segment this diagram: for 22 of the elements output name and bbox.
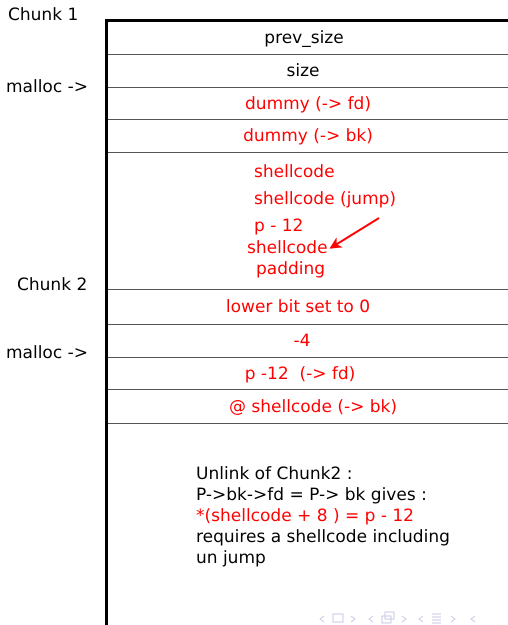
payload-text: shellcode — [254, 162, 335, 182]
payload-text: shellcode (jump) — [254, 189, 396, 209]
field-label: prev_size — [264, 28, 344, 48]
payload-text: p - 12 — [254, 216, 304, 236]
side-label: Chunk 2 — [17, 275, 88, 295]
payload-text: padding — [256, 259, 326, 279]
field-label: @ shellcode (-> bk) — [228, 396, 398, 416]
field-label: p -12 (-> fd) — [244, 364, 356, 384]
field-label: dummy (-> fd) — [245, 94, 371, 114]
field-label: -4 — [294, 331, 310, 351]
note-text: Unlink of Chunk2 : — [196, 464, 354, 485]
field-label: lower bit set to 0 — [226, 297, 370, 317]
field-label: size — [286, 61, 320, 81]
note-text: requires a shellcode including un jump — [196, 527, 451, 569]
field-label: dummy (-> bk) — [243, 126, 373, 146]
note-text: P->bk->fd = P-> bk gives : — [196, 485, 428, 506]
side-label: malloc -> — [6, 343, 88, 363]
arrow — [330, 217, 380, 249]
note-text: *(shellcode + 8 ) = p - 12 — [196, 506, 415, 527]
payload-text: shellcode — [247, 238, 328, 258]
side-label: Chunk 1 — [8, 5, 78, 25]
side-label: malloc -> — [6, 77, 88, 97]
